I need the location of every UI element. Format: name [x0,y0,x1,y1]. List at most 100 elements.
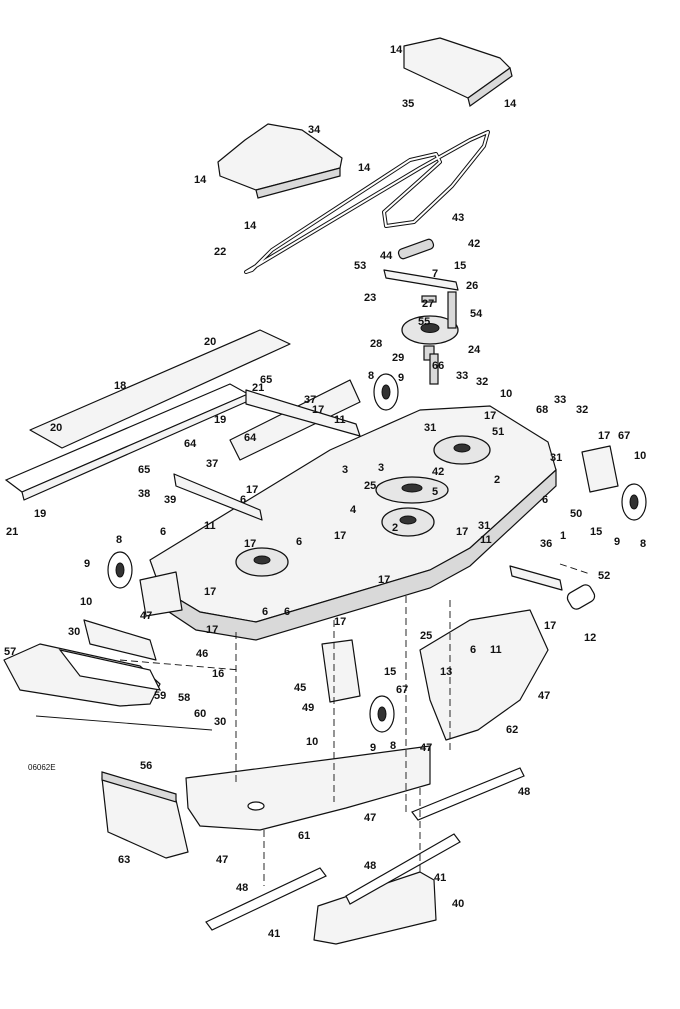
callout-30: 30 [214,716,226,728]
callout-13: 13 [440,666,452,678]
gauge-wheels-8 [107,373,647,733]
callout-68: 68 [536,404,548,416]
callout-59: 59 [154,690,166,702]
spring-44 [397,238,435,260]
callout-31: 31 [550,452,562,464]
callout-65: 65 [138,464,150,476]
callout-14: 14 [244,220,257,232]
callout-67: 67 [618,430,630,442]
callout-15: 15 [454,260,466,272]
callout-11: 11 [334,414,346,426]
spindle-pulleys [235,435,491,577]
callout-10: 10 [80,596,92,608]
idler-arm-assembly [383,238,459,385]
callout-47: 47 [140,610,152,622]
callout-27: 27 [422,298,434,310]
callout-42: 42 [432,466,444,478]
callout-8: 8 [390,740,396,752]
callout-66: 66 [432,360,444,372]
callout-17: 17 [204,586,216,598]
pivot-rod-37 [245,389,361,437]
callout-11: 11 [480,534,492,546]
callout-31: 31 [478,520,490,532]
callout-2: 2 [392,522,398,534]
callout-44: 44 [380,250,393,262]
callout-8: 8 [640,538,646,550]
callout-14: 14 [390,44,403,56]
callout-34: 34 [308,124,321,136]
callout-21: 21 [6,526,18,538]
callout-64: 64 [244,432,257,444]
callout-33: 33 [554,394,566,406]
callout-10: 10 [306,736,318,748]
callout-25: 25 [420,630,432,642]
callout-53: 53 [354,260,366,272]
leader-56 [35,715,213,731]
callout-6: 6 [262,606,268,618]
callout-17: 17 [206,624,218,636]
callout-48: 48 [236,882,248,894]
deflector-63 [101,771,189,859]
pivot-rod-37-lower [173,473,263,521]
callout-20: 20 [50,422,62,434]
callout-6: 6 [284,606,290,618]
callout-14: 14 [358,162,371,174]
callout-10: 10 [500,388,512,400]
callout-47: 47 [364,812,376,824]
callout-61: 61 [298,830,310,842]
callout-8: 8 [368,370,374,382]
deck-bracket [229,379,361,461]
callout-26: 26 [466,280,478,292]
callout-24: 24 [468,344,481,356]
blades-48 [205,767,525,931]
callout-15: 15 [590,526,602,538]
callout-54: 54 [470,308,483,320]
callout-38: 38 [138,488,150,500]
callout-9: 9 [370,742,376,754]
callout-6: 6 [470,644,476,656]
callout-47: 47 [216,854,228,866]
baffle-61 [185,745,431,831]
callout-17: 17 [244,538,256,550]
callout-1: 1 [560,530,566,542]
callout-41: 41 [434,872,446,884]
callout-17: 17 [312,404,324,416]
idler-arm-23 [383,269,459,291]
wheel-brackets [139,445,619,703]
drawing-code: 06062E [28,763,56,772]
callout-9: 9 [398,372,404,384]
callout-6: 6 [240,494,246,506]
callout-12: 12 [584,632,596,644]
callout-11: 11 [490,644,502,656]
callout-23: 23 [364,292,376,304]
callout-64: 64 [184,438,197,450]
callout-57: 57 [4,646,16,658]
callout-51: 51 [492,426,504,438]
callout-2: 2 [494,474,500,486]
callout-28: 28 [370,338,382,350]
belt-cover-35 [403,37,513,108]
callout-48: 48 [364,860,376,872]
callout-17: 17 [246,484,258,496]
callout-45: 45 [294,682,306,694]
callout-9: 9 [84,558,90,570]
callout-63: 63 [118,854,130,866]
callout-48: 48 [518,786,530,798]
callout-31: 31 [424,422,436,434]
callout-32: 32 [476,376,488,388]
callout-40: 40 [452,898,464,910]
spacer-33 [429,353,439,385]
callout-17: 17 [484,410,496,422]
callout-25: 25 [364,480,376,492]
callout-29: 29 [392,352,404,364]
callout-36: 36 [540,538,552,550]
callout-37: 37 [304,394,316,406]
callout-16: 16 [212,668,224,680]
callout-10: 10 [634,450,646,462]
callout-9: 9 [614,536,620,548]
callout-60: 60 [194,708,206,720]
callout-47: 47 [420,742,432,754]
callout-43: 43 [452,212,464,224]
callout-3: 3 [378,462,384,474]
